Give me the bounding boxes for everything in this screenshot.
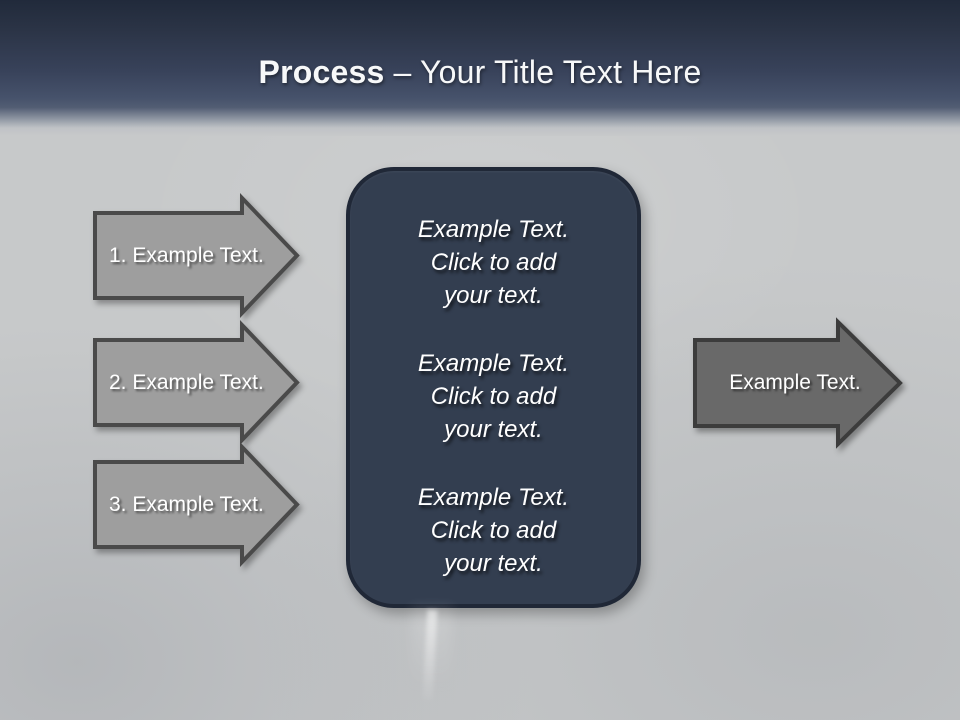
panel-text-line: Click to add	[430, 517, 557, 544]
panel-text-line: Example Text.	[417, 484, 570, 511]
panel-text-line: your text.	[444, 550, 543, 577]
arrow-right-shape-icon	[93, 320, 300, 445]
result-arrow-label: Example Text.	[729, 371, 861, 394]
description-panel[interactable]: Example Text. Click to add your text. Ex…	[346, 167, 641, 608]
process-step-arrow-3[interactable]: 3. Example Text.	[93, 442, 300, 567]
panel-text-block-1: Example Text. Click to add your text.	[350, 213, 637, 312]
slide-title-bold: Process	[258, 54, 385, 90]
result-arrow[interactable]: Example Text.	[693, 317, 903, 449]
process-step-label-1: 1. Example Text.	[109, 244, 264, 267]
process-step-label-3: 3. Example Text.	[109, 493, 264, 516]
arrow-right-shape-icon	[93, 442, 300, 567]
arrow-right-shape-icon	[93, 193, 300, 318]
description-panel-content: Example Text. Click to add your text. Ex…	[350, 171, 637, 580]
process-step-arrow-1[interactable]: 1. Example Text.	[93, 193, 300, 318]
panel-text-block-3: Example Text. Click to add your text.	[350, 481, 637, 580]
process-step-arrow-2[interactable]: 2. Example Text.	[93, 320, 300, 445]
slide-title[interactable]: Process– Your Title Text Here	[0, 52, 960, 92]
arrow-right-shape-icon	[693, 317, 903, 449]
panel-text-line: Click to add	[430, 249, 557, 276]
slide-title-rest: – Your Title Text Here	[393, 54, 702, 90]
process-step-label-2: 2. Example Text.	[109, 371, 264, 394]
panel-text-line: Click to add	[430, 383, 557, 410]
panel-text-block-2: Example Text. Click to add your text.	[350, 347, 637, 446]
panel-text-line: your text.	[444, 282, 543, 309]
title-bar: Process– Your Title Text Here	[0, 0, 960, 136]
panel-text-line: your text.	[444, 416, 543, 443]
panel-text-line: Example Text.	[417, 216, 570, 243]
panel-text-line: Example Text.	[417, 350, 570, 377]
